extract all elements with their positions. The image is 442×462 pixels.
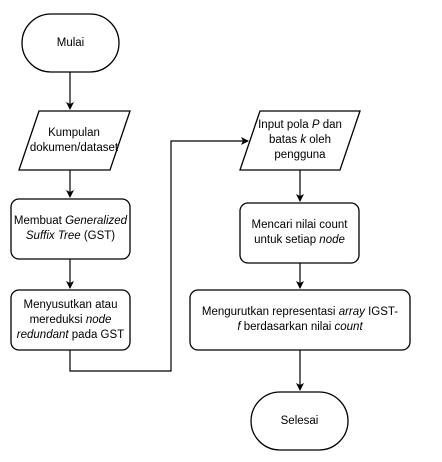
label-line: batas k oleh	[258, 133, 342, 148]
text-run: pengguna	[274, 149, 326, 161]
italic-term: node	[85, 313, 112, 326]
label-text: Mengurutkan representasi array IGST-f be…	[202, 305, 398, 335]
text-run: oleh	[306, 134, 331, 146]
label-line: Mengurutkan representasi array IGST-	[202, 305, 398, 320]
text-run: (GST)	[80, 230, 116, 242]
label-line: Kumpulan	[30, 126, 118, 141]
italic-term: redundant	[16, 328, 69, 341]
italic-term: Suffix Tree	[25, 230, 81, 242]
label-line: dokumen/dataset	[30, 141, 118, 156]
text-run: IGST-	[364, 306, 399, 318]
italic-term: count	[334, 321, 363, 333]
arrow-reduce-to-pattern	[69, 137, 249, 372]
text-run: dokumen/dataset	[29, 141, 119, 154]
text-run: dan	[319, 119, 342, 131]
italic-term: P	[311, 119, 320, 131]
text-run: Kumpulan	[48, 126, 100, 139]
end-label: Selesai	[280, 414, 319, 427]
input-docs-label: Kumpulan dokumen/dataset	[28, 111, 120, 170]
text-run: pada GST	[68, 328, 125, 341]
text-run: mereduksi	[29, 313, 86, 326]
count-label: Mencari nilai count untuk setiap node	[240, 203, 359, 263]
label-line: pengguna	[258, 148, 342, 163]
label-line: untuk setiap node	[252, 233, 348, 248]
label-line: redundant pada GST	[17, 328, 124, 343]
label-line: f berdasarkan nilai count	[202, 320, 398, 335]
italic-term: Generalized	[65, 215, 128, 227]
sort-label: Mengurutkan representasi array IGST-f be…	[190, 290, 410, 350]
label-line: Membuat Generalized	[14, 214, 127, 229]
label-line: Mencari nilai count	[252, 218, 348, 233]
label-text: Kumpulan dokumen/dataset	[30, 126, 118, 156]
text-run: Mencari nilai count	[251, 219, 348, 231]
text-run: Menyusutkan atau	[23, 298, 118, 311]
text-run: batas	[268, 134, 301, 146]
italic-term: array	[338, 306, 365, 318]
text-run: berdasarkan nilai	[240, 321, 335, 333]
end-terminator	[250, 391, 349, 451]
text-run: untuk setiap	[254, 234, 320, 246]
italic-term: k	[300, 134, 307, 146]
text-run: Mengurutkan representasi	[201, 306, 339, 318]
label-line: Suffix Tree (GST)	[14, 229, 127, 244]
italic-term: node	[319, 234, 345, 246]
label-line: mereduksi node	[17, 313, 124, 328]
text-run: Input pola	[258, 119, 312, 131]
italic-term: f	[237, 321, 241, 333]
text-run: Membuat	[13, 215, 66, 227]
label-line: Input pola P dan	[258, 118, 342, 133]
label-line: Menyusutkan atau	[17, 298, 124, 313]
label-text: Mencari nilai count untuk setiap node	[252, 218, 348, 248]
start-label: Mulai	[56, 36, 85, 49]
input-pattern-parallelogram	[239, 110, 361, 171]
input-docs-parallelogram	[18, 110, 131, 171]
